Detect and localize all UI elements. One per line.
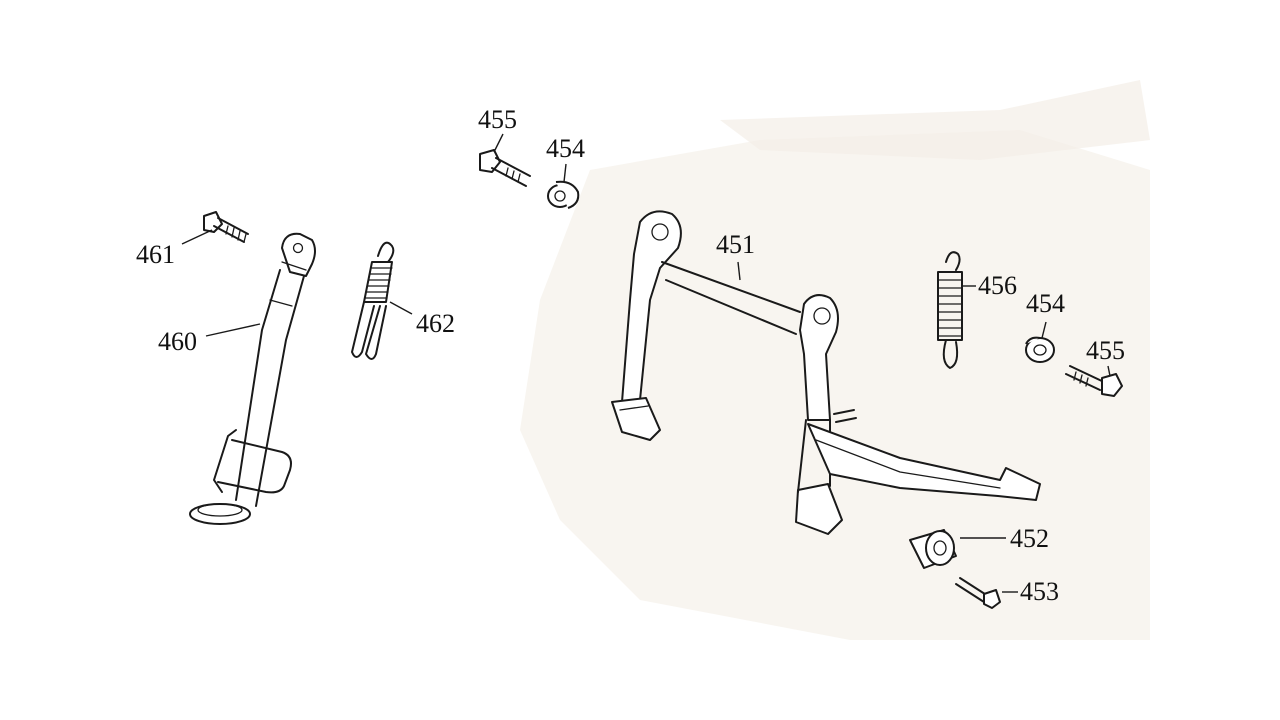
label-454-right: 454 <box>1026 289 1065 318</box>
rubber-stopper-452 <box>909 529 1006 569</box>
bolt-453 <box>955 577 1018 609</box>
label-462: 462 <box>416 309 455 338</box>
leader-460 <box>205 323 261 337</box>
side-stand-bolt-461 <box>181 211 249 245</box>
label-454-top: 454 <box>546 134 585 163</box>
label-455-right: 455 <box>1086 336 1125 365</box>
label-451: 451 <box>716 230 755 259</box>
bushing-454-top <box>547 163 580 209</box>
pivot-bolt-455-right <box>1065 365 1123 397</box>
pivot-bolt-455-top <box>479 133 531 187</box>
side-stand-460 <box>189 232 316 525</box>
label-456: 456 <box>978 271 1017 300</box>
label-461: 461 <box>136 240 175 269</box>
label-460: 460 <box>158 327 197 356</box>
label-455-top: 455 <box>478 105 517 134</box>
side-stand-spring-462 <box>351 241 413 360</box>
main-stand-451 <box>611 210 1041 535</box>
bushing-454-right <box>1025 321 1055 363</box>
main-stand-spring-456 <box>937 251 976 369</box>
label-453: 453 <box>1020 577 1059 606</box>
label-452: 452 <box>1010 524 1049 553</box>
ghost-background <box>520 80 1150 640</box>
